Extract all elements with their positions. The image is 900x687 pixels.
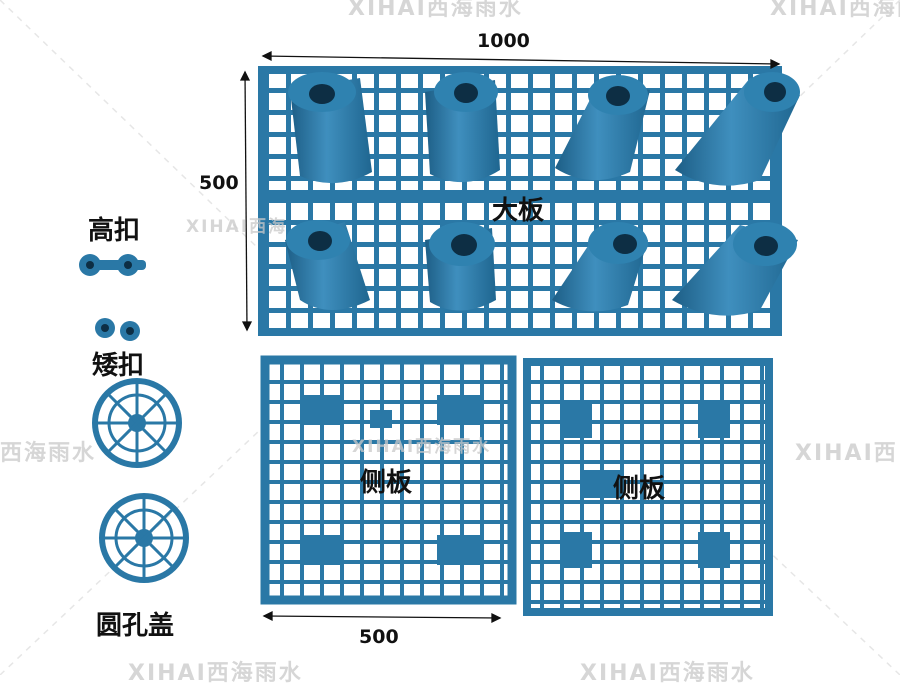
support-cone [425, 222, 496, 311]
high-clip [79, 254, 146, 276]
watermark-text: 西海雨水 [0, 441, 97, 466]
watermark-text: XIHAI西海雨水 [770, 0, 900, 21]
dimension-bottom-line [262, 610, 502, 624]
label-big-plate: 大板 [492, 196, 545, 226]
round-hole-cover [92, 378, 182, 468]
support-cone [552, 222, 648, 312]
watermark-text: XIHAI西海雨水 [128, 661, 303, 686]
side-plate-left [260, 355, 517, 605]
dimension-left-line [239, 70, 253, 332]
dimension-top-line [261, 50, 781, 70]
label-round-hole-cover: 圆孔盖 [96, 611, 175, 641]
watermark-text: XIHAI西海 [186, 217, 288, 237]
watermark-text: XIHAI西 [795, 441, 898, 466]
dimension-label-side-width: 500 [359, 626, 399, 648]
dimension-label-height: 500 [199, 172, 239, 194]
label-high-clip: 高扣 [88, 216, 141, 246]
label-side-plate-right: 侧板 [613, 474, 666, 504]
label-side-plate-left: 侧板 [360, 468, 413, 498]
support-cone [672, 222, 798, 316]
watermark-text: XIHAI西海雨水 [348, 0, 523, 21]
big-plate [258, 66, 800, 336]
watermark-text: XIHAI西海雨水 [580, 661, 755, 686]
low-clip [95, 318, 140, 341]
support-cone [288, 72, 372, 184]
label-low-clip: 矮扣 [92, 351, 145, 381]
watermark-text: XIHAI西海雨水 [352, 437, 492, 457]
support-cone [555, 75, 650, 181]
support-cone [285, 220, 370, 310]
support-cone [425, 72, 500, 183]
round-hole-cover [99, 493, 189, 583]
dimension-label-width: 1000 [477, 30, 530, 52]
side-plate-right [523, 358, 773, 616]
support-cone [675, 72, 800, 186]
